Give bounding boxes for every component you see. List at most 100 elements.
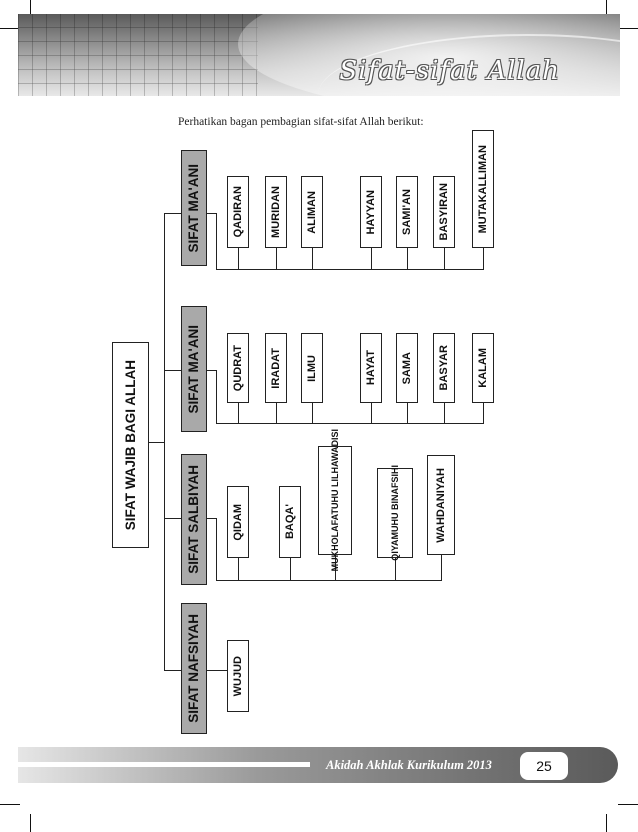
connector-line xyxy=(206,670,237,672)
connector-line xyxy=(164,370,181,372)
connector-line xyxy=(290,558,292,580)
item-label: ILMU xyxy=(305,354,318,382)
item-label: KALAM xyxy=(476,348,489,388)
item-label: WAHDANIYAH xyxy=(434,467,447,543)
connector-line xyxy=(371,403,373,423)
connector-line xyxy=(216,423,484,425)
item-label: BASYAR xyxy=(437,345,450,391)
header-pattern xyxy=(18,14,258,96)
item-box: QUDRAT xyxy=(227,333,249,403)
header-title: Sifat-sifat Allah xyxy=(339,56,560,86)
item-label: MUTAKALLIMAN xyxy=(476,144,489,234)
group-box-maani-2: SIFAT MA'ANI xyxy=(181,306,207,432)
group-box-maani-1: SIFAT MA'ANI xyxy=(181,150,207,266)
root-label: SIFAT WAJIB BAGI ALLAH xyxy=(122,359,138,531)
connector-line xyxy=(444,248,446,269)
connector-line xyxy=(216,518,218,580)
item-box: MUKHOLAFATUHU LILHAWADISI xyxy=(318,429,352,572)
connector-line xyxy=(395,558,397,580)
crop-mark xyxy=(618,804,638,805)
item-box: WAHDANIYAH xyxy=(427,455,455,555)
crop-mark xyxy=(30,814,31,832)
item-box: SAMA xyxy=(396,333,418,403)
group-label: SIFAT SALBIYAH xyxy=(186,465,202,574)
item-box: QIYAMUHU BINAFSIHI xyxy=(377,465,413,561)
item-box: QIDAM xyxy=(227,486,249,558)
item-label: WUJUD xyxy=(231,655,244,697)
item-box: HAYYAN xyxy=(360,176,382,248)
item-box: BASYAR xyxy=(433,333,455,403)
crop-mark xyxy=(30,0,31,18)
connector-line xyxy=(335,555,337,580)
crop-mark xyxy=(618,28,638,29)
connector-line xyxy=(164,670,181,672)
item-box: BASYIRAN xyxy=(433,176,455,248)
item-label: SAMA xyxy=(400,351,413,385)
connector-line xyxy=(206,213,216,215)
item-box: SAMI'AN xyxy=(396,176,418,248)
connector-line xyxy=(276,403,278,423)
group-label: SIFAT MA'ANI xyxy=(186,163,202,253)
connector-line xyxy=(148,442,165,444)
group-box-nafsiyah: SIFAT NAFSIYAH xyxy=(181,603,207,734)
connector-line xyxy=(483,403,485,423)
connector-line xyxy=(164,213,181,215)
connector-line xyxy=(164,518,181,520)
root-box: SIFAT WAJIB BAGI ALLAH xyxy=(112,342,149,548)
intro-text: Perhatikan bagan pembagian sifat-sifat A… xyxy=(178,116,424,128)
connector-line xyxy=(444,403,446,423)
item-label: MURIDAN xyxy=(269,186,282,238)
item-box: ALIMAN xyxy=(301,176,323,248)
item-label: IRADAT xyxy=(269,347,282,389)
item-box: HAYAT xyxy=(360,333,382,403)
connector-line xyxy=(216,370,218,423)
crop-mark xyxy=(0,804,20,805)
item-label: QIDAM xyxy=(231,503,244,541)
item-label: BASYIRAN xyxy=(437,183,450,241)
crop-mark xyxy=(606,0,607,18)
connector-line xyxy=(216,580,442,582)
item-label: QUDRAT xyxy=(231,344,244,392)
item-label: MUKHOLAFATUHU LILHAWADISI xyxy=(329,429,340,572)
connector-line xyxy=(206,518,216,520)
group-box-salbiyah: SIFAT SALBIYAH xyxy=(181,454,207,585)
connector-line xyxy=(407,248,409,269)
footer-text: Akidah Akhlak Kurikulum 2013 xyxy=(326,758,492,772)
item-box: WUJUD xyxy=(227,640,249,712)
crop-mark xyxy=(606,814,607,832)
item-label: QADIRAN xyxy=(231,186,244,238)
page-header: Sifat-sifat Allah xyxy=(18,14,620,96)
item-box: MUTAKALLIMAN xyxy=(472,130,494,248)
connector-line xyxy=(164,213,166,670)
group-label: SIFAT NAFSIYAH xyxy=(186,614,202,723)
connector-line xyxy=(371,248,373,269)
connector-line xyxy=(238,248,240,269)
connector-line xyxy=(238,558,240,580)
item-box: QADIRAN xyxy=(227,176,249,248)
item-label: BAQA' xyxy=(283,504,296,540)
connector-line xyxy=(312,403,314,423)
item-label: HAYAT xyxy=(364,350,377,386)
footer-strip xyxy=(18,762,310,767)
page-number: 25 xyxy=(520,752,568,780)
item-box: KALAM xyxy=(472,333,494,403)
connector-line xyxy=(312,248,314,269)
connector-line xyxy=(216,269,484,271)
connector-line xyxy=(216,213,218,269)
item-box: ILMU xyxy=(301,333,323,403)
connector-line xyxy=(238,403,240,423)
connector-line xyxy=(276,248,278,269)
connector-line xyxy=(407,403,409,423)
item-label: ALIMAN xyxy=(305,190,318,234)
connector-line xyxy=(441,555,443,580)
item-box: BAQA' xyxy=(279,486,301,558)
item-label: SAMI'AN xyxy=(400,188,413,235)
item-label: HAYYAN xyxy=(364,189,377,235)
item-box: MURIDAN xyxy=(265,176,287,248)
item-label: QIYAMUHU BINAFSIHI xyxy=(389,465,400,561)
crop-mark xyxy=(0,28,20,29)
connector-line xyxy=(206,370,216,372)
connector-line xyxy=(483,248,485,269)
group-label: SIFAT MA'ANI xyxy=(186,324,202,414)
item-box: IRADAT xyxy=(265,333,287,403)
